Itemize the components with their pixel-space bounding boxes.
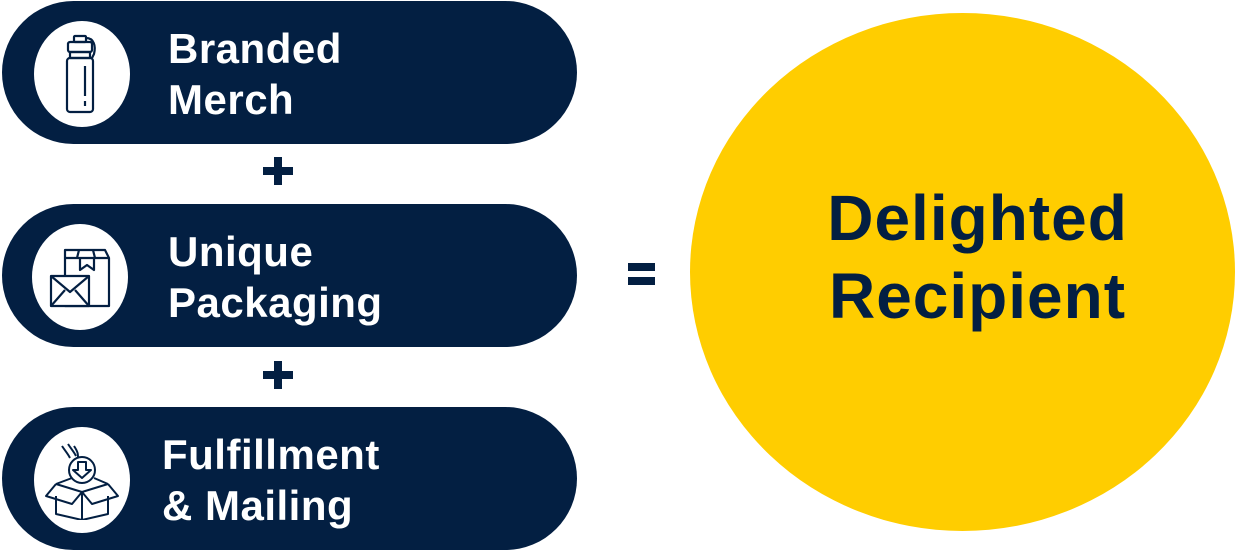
label-line-1: Unique (168, 228, 314, 275)
component-branded-merch: Branded Merch (2, 1, 577, 144)
box-and-envelope-icon (49, 248, 111, 308)
plus-operator (258, 152, 298, 192)
component-unique-packaging: Unique Packaging (2, 204, 577, 347)
icon-badge (32, 224, 128, 330)
component-label: Branded Merch (168, 23, 342, 125)
water-bottle-icon (65, 34, 96, 114)
icon-badge (34, 427, 130, 533)
result-line-1: Delighted (827, 182, 1128, 254)
label-line-2: & Mailing (162, 482, 354, 529)
label-line-1: Branded (168, 25, 342, 72)
label-line-2: Packaging (168, 279, 383, 326)
label-line-1: Fulfillment (162, 431, 380, 478)
component-label: Unique Packaging (168, 226, 383, 328)
equals-operator (622, 259, 662, 291)
label-line-2: Merch (168, 76, 295, 123)
result-circle: Delighted Recipient (690, 13, 1235, 531)
box-with-download-icon (45, 443, 119, 520)
result-label: Delighted Recipient (827, 179, 1128, 335)
result-line-2: Recipient (828, 260, 1127, 332)
component-fulfillment-mailing: Fulfillment & Mailing (2, 407, 577, 550)
plus-operator (258, 356, 298, 396)
component-label: Fulfillment & Mailing (162, 429, 380, 531)
icon-badge (34, 21, 130, 127)
